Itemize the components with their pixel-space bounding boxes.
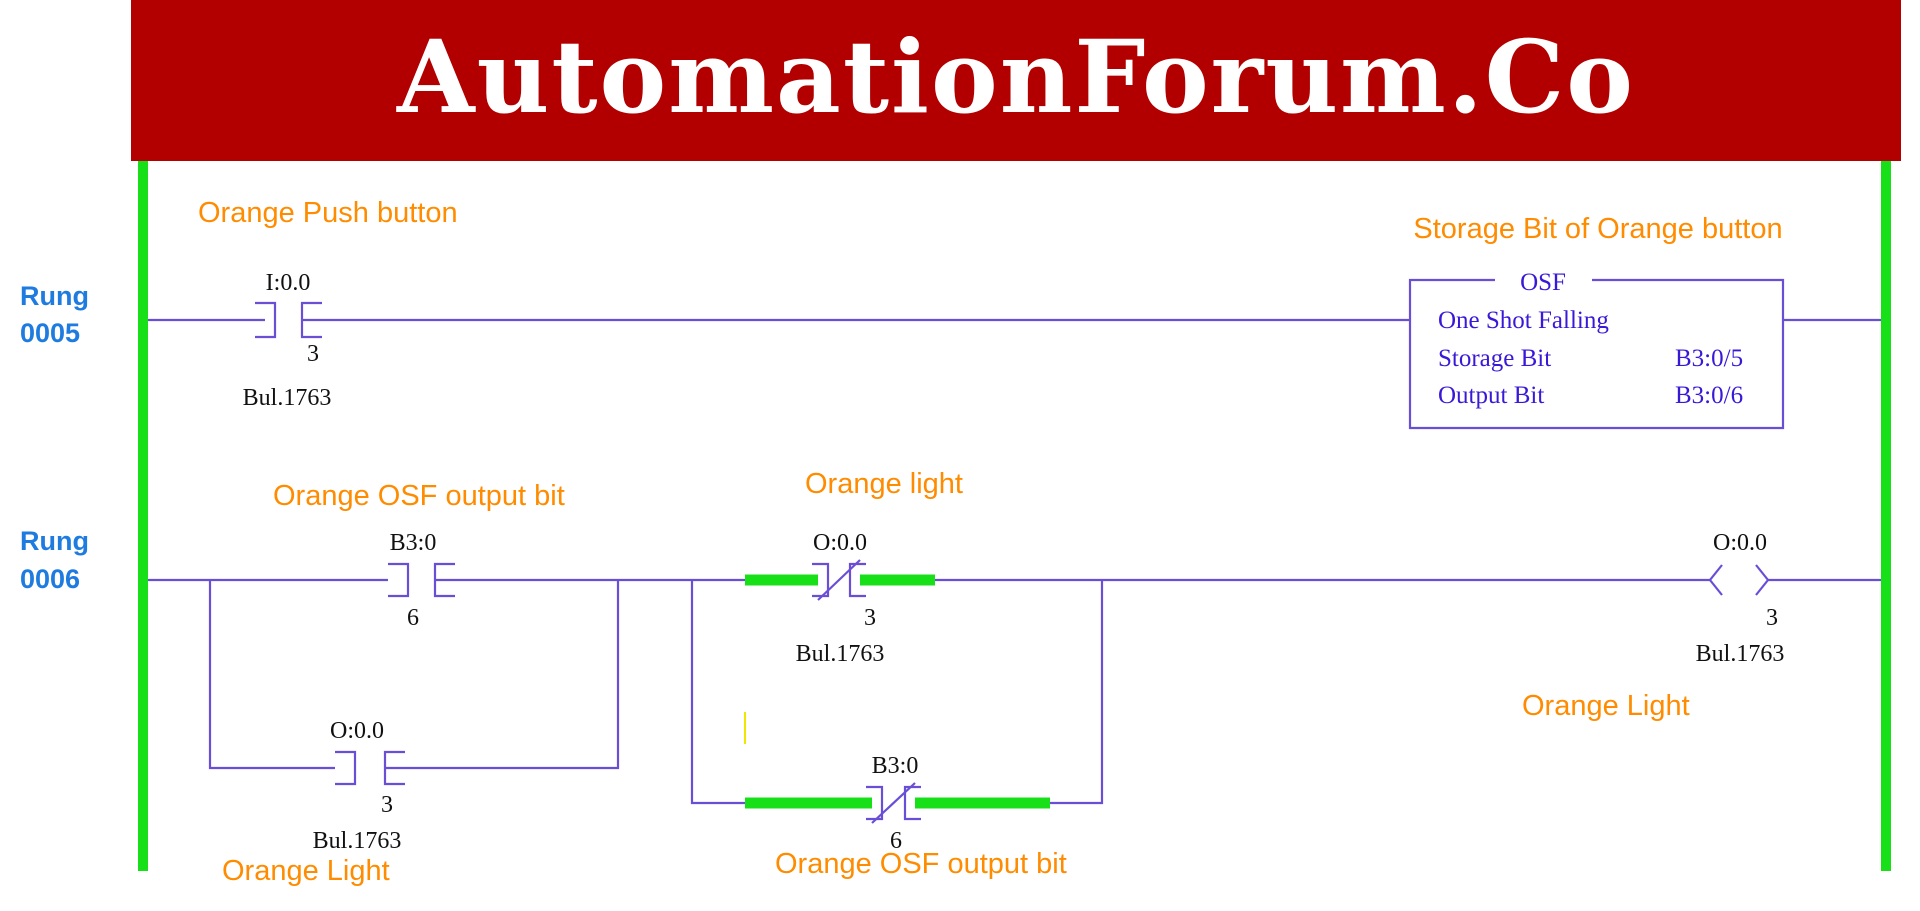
banner-title: AutomationForum.Co: [397, 18, 1635, 136]
osf-storage-bit-label: Storage Bit: [1438, 345, 1551, 372]
osf-description: Storage Bit of Orange button: [1413, 213, 1782, 245]
contact-bit: 6: [407, 605, 419, 631]
contact-bit: 3: [381, 792, 393, 818]
contact-description: Orange OSF output bit: [775, 848, 1067, 880]
xio-contact-b30-6[interactable]: [745, 782, 1050, 824]
rung-0006-label: Rung: [20, 526, 89, 556]
osf-storage-bit-value: B3:0/5: [1675, 345, 1743, 372]
contact-bit: 3: [864, 605, 876, 631]
rung-0006-number: 0006: [20, 564, 80, 594]
coil-device: Bul.1763: [1696, 641, 1785, 667]
contact-description: Orange Push button: [198, 197, 458, 229]
xio-contact-o00-3[interactable]: [745, 559, 935, 601]
osf-name: OSF: [1520, 269, 1566, 296]
contact-address: O:0.0: [813, 530, 867, 556]
rung-0005: Orange Push button I:0.0 3 Bul.1763 OSF …: [148, 197, 1881, 430]
ote-coil-o00-3[interactable]: [1708, 564, 1770, 596]
coil-address: O:0.0: [1713, 530, 1767, 556]
site-banner: AutomationForum.Co: [131, 0, 1901, 161]
contact-device: Bul.1763: [313, 828, 402, 854]
contact-address: B3:0: [872, 753, 919, 779]
xic-contact-b30-6[interactable]: [388, 562, 455, 598]
contact-address: O:0.0: [330, 718, 384, 744]
contact-address: I:0.0: [266, 270, 311, 296]
right-power-rail: [1881, 161, 1891, 871]
contact-description: Orange light: [805, 468, 963, 500]
osf-output-bit-label: Output Bit: [1438, 382, 1544, 409]
contact-description: Orange OSF output bit: [273, 480, 565, 512]
contact-device: Bul.1763: [243, 385, 332, 411]
contact-address: B3:0: [390, 530, 437, 556]
rung-0006: Orange OSF output bit B3:0 6 O:0.0 3 Bul…: [148, 468, 1881, 887]
contact-description: Orange Light: [222, 855, 390, 887]
rung-0005-label: Rung: [20, 281, 89, 311]
contact-bit: 3: [307, 341, 319, 367]
rung-0005-number: 0005: [20, 318, 80, 348]
osf-output-bit-value: B3:0/6: [1675, 382, 1743, 409]
osf-instruction-block[interactable]: OSF One Shot Falling Storage Bit B3:0/5 …: [1408, 269, 1785, 430]
contact-device: Bul.1763: [796, 641, 885, 667]
xic-contact-o00-3[interactable]: [335, 750, 405, 786]
contact-bit: 6: [890, 828, 902, 854]
osf-title: One Shot Falling: [1438, 307, 1609, 334]
left-power-rail: [138, 161, 148, 871]
xic-contact-i00-3[interactable]: [255, 301, 322, 339]
coil-description: Orange Light: [1522, 690, 1690, 722]
coil-bit: 3: [1766, 605, 1778, 631]
